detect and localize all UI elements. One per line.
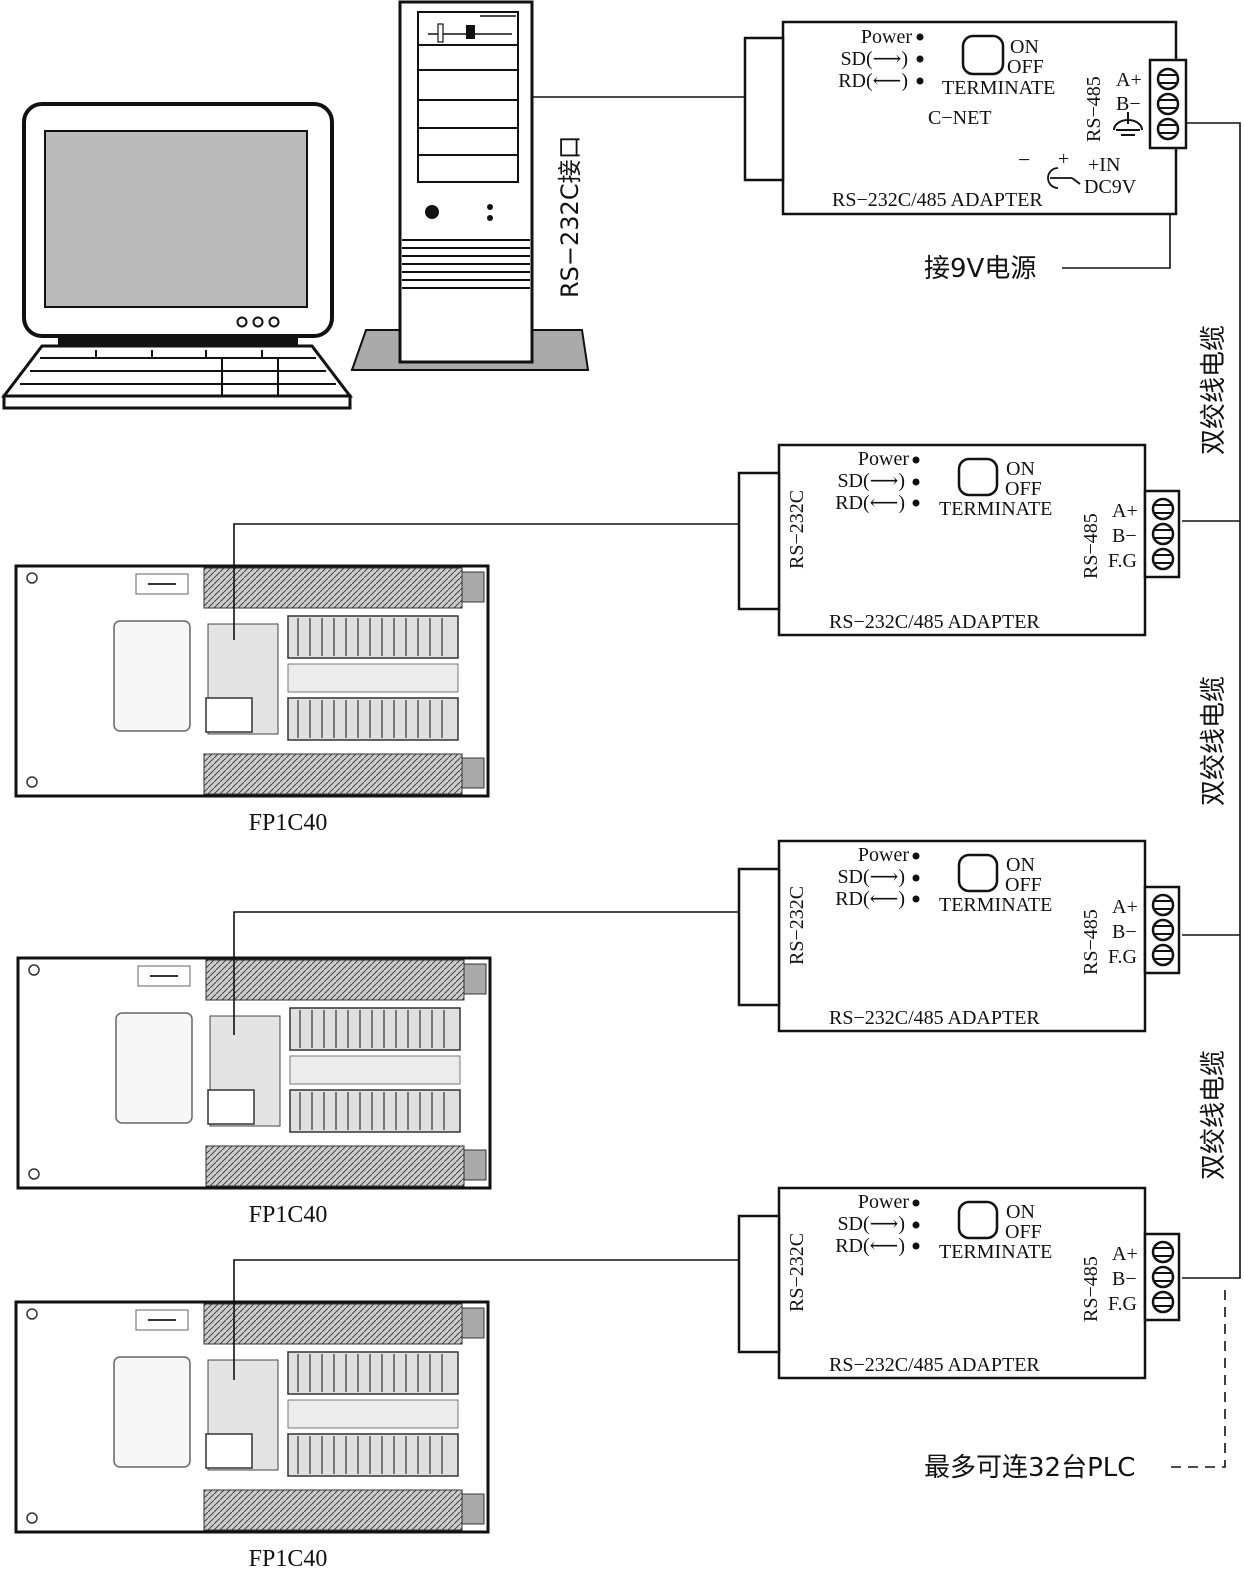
sd-led-label: SD(⟶) — [837, 866, 905, 888]
cable-label-1: 双绞线电缆 — [1199, 325, 1229, 455]
max-plc-label: 最多可连32台PLC — [924, 1453, 1135, 1483]
plc-unit-3 — [14, 1300, 490, 1534]
switch-on-label: ON — [1010, 36, 1039, 58]
switch-off-label: OFF — [1005, 1221, 1042, 1243]
b-minus-label: B− — [1112, 525, 1137, 547]
ground-icon — [1113, 112, 1143, 136]
cable-label-3: 双绞线电缆 — [1199, 1050, 1229, 1180]
twisted-pair-cable — [1182, 122, 1241, 1279]
power-led-label: Power — [858, 1191, 909, 1213]
master-adapter: Power SD(⟶) RD(⟵) ON OFF TERMINATE C−NET… — [743, 20, 1188, 216]
personal-computer — [0, 0, 590, 410]
terminate-label: TERMINATE — [939, 1241, 1052, 1263]
switch-on-label: ON — [1006, 854, 1035, 876]
terminate-label: TERMINATE — [942, 77, 1055, 99]
switch-on-label: ON — [1006, 1201, 1035, 1223]
rs232-label: RS−232C — [786, 886, 808, 965]
plc-label-1: FP1C40 — [249, 810, 328, 836]
switch-off-label: OFF — [1005, 478, 1042, 500]
monitor — [22, 102, 334, 346]
slave-adapter-2: Power SD(⟶) RD(⟵) ON OFF TERMINATE RS−23… — [737, 839, 1181, 1033]
switch-off-label: OFF — [1005, 874, 1042, 896]
adapter-model: RS−232C/485 ADAPTER — [829, 611, 1040, 633]
rd-led-label: RD(⟵) — [835, 888, 905, 910]
adapter-model: RS−232C/485 ADAPTER — [832, 189, 1043, 211]
dc-voltage-label: DC9V — [1084, 176, 1137, 198]
sd-led-label: SD(⟶) — [837, 470, 905, 492]
dc-in-label: +IN — [1088, 154, 1120, 176]
a-plus-label: A+ — [1116, 69, 1142, 91]
b-minus-label: B− — [1112, 921, 1137, 943]
slave-adapter-3: Power SD(⟶) RD(⟵) ON OFF TERMINATE RS−23… — [737, 1186, 1181, 1380]
rs485-terminal-block — [1148, 58, 1188, 150]
dc-jack-icon — [1047, 167, 1081, 189]
switch-on-label: ON — [1006, 458, 1035, 480]
a-plus-label: A+ — [1112, 500, 1138, 522]
rd-led-label: RD(⟵) — [835, 492, 905, 514]
switch-off-label: OFF — [1007, 56, 1044, 78]
rs485-label: RS−485 — [1080, 909, 1102, 975]
a-plus-label: A+ — [1112, 1243, 1138, 1265]
tower-case — [350, 0, 590, 371]
b-minus-label: B− — [1116, 93, 1141, 115]
rd-led-label: RD(⟵) — [838, 70, 908, 92]
terminate-switch — [961, 34, 1005, 76]
slave-adapter-1: Power SD(⟶) RD(⟵) ON OFF TERMINATE RS−23… — [737, 443, 1181, 637]
plc-unit-1 — [14, 564, 490, 798]
adapter-model: RS−232C/485 ADAPTER — [829, 1354, 1040, 1376]
fg-label: F.G — [1108, 946, 1137, 968]
cable-label-2: 双绞线电缆 — [1199, 676, 1229, 806]
polarity-minus: − — [1018, 147, 1030, 172]
plc-unit-2 — [16, 956, 492, 1190]
sd-led-label: SD(⟶) — [840, 48, 908, 70]
rs485-label: RS−485 — [1083, 76, 1105, 142]
rs485-label: RS−485 — [1080, 513, 1102, 579]
power-led-label: Power — [858, 844, 909, 866]
sd-led-label: SD(⟶) — [837, 1213, 905, 1235]
plc-label-3: FP1C40 — [249, 1546, 328, 1572]
rs232-label: RS−232C — [786, 1233, 808, 1312]
adapter-model: RS−232C/485 ADAPTER — [829, 1007, 1040, 1029]
fg-label: F.G — [1108, 550, 1137, 572]
power-supply-label: 接9V电源 — [924, 254, 1036, 284]
pc-port-label: RS−232C接口 — [556, 135, 584, 298]
b-minus-label: B− — [1112, 1268, 1137, 1290]
a-plus-label: A+ — [1112, 896, 1138, 918]
rs485-label: RS−485 — [1080, 1256, 1102, 1322]
terminate-label: TERMINATE — [939, 498, 1052, 520]
plc-label-2: FP1C40 — [249, 1202, 328, 1228]
terminate-label: TERMINATE — [939, 894, 1052, 916]
extension-dashed — [1168, 1290, 1226, 1468]
rd-led-label: RD(⟵) — [835, 1235, 905, 1257]
keyboard — [0, 344, 354, 410]
rs232-label: RS−232C — [786, 490, 808, 569]
polarity-plus: + — [1058, 148, 1069, 170]
fg-label: F.G — [1108, 1293, 1137, 1315]
power-led-label: Power — [858, 448, 909, 470]
power-led-label: Power — [861, 26, 912, 48]
network-name: C−NET — [928, 107, 992, 129]
